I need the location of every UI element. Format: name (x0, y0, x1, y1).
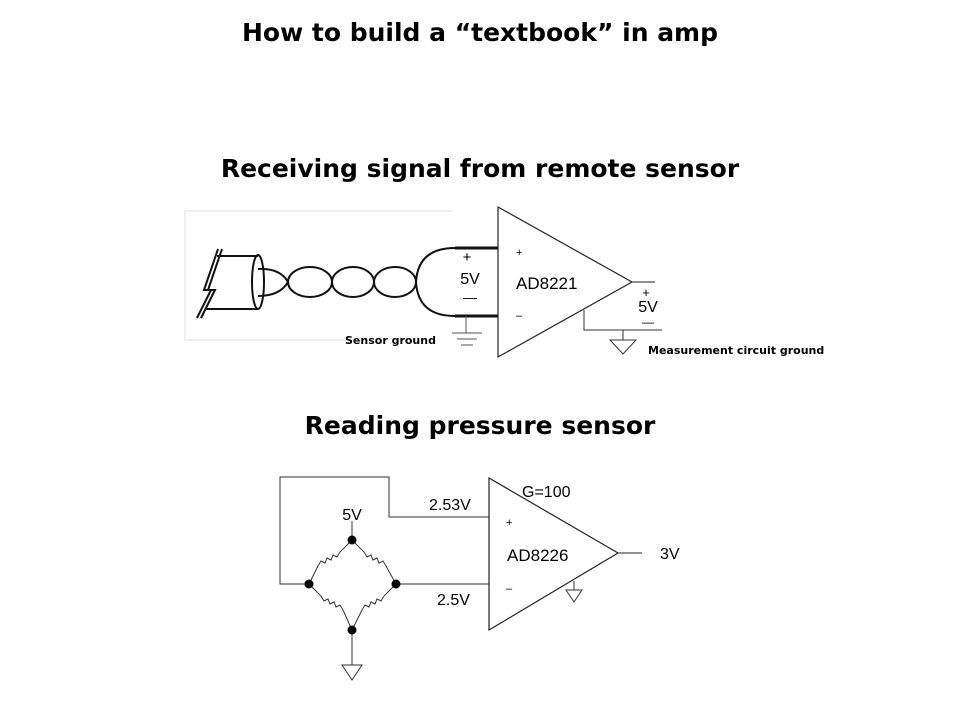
amp1-minus-input: – (516, 310, 523, 322)
output-supply-voltage: 5V (638, 299, 658, 316)
amp2-minus-input: – (506, 583, 513, 595)
resistor-r4 (351, 583, 397, 631)
sensor-supply-plus: + (463, 249, 472, 266)
bridge-supply-voltage: 5V (342, 507, 362, 524)
diagram2-heading: Reading pressure sensor (304, 411, 656, 440)
sensor-supply-voltage: 5V (460, 271, 480, 288)
diagram1-heading: Receiving signal from remote sensor (220, 154, 740, 183)
sensor-supply-minus: — (463, 289, 477, 305)
remote-sensor-circuit: + 5V — Sensor ground + – AD8221 + 5V — M… (184, 205, 824, 359)
plus-input-voltage: 2.53V (429, 497, 471, 514)
measurement-ground-icon (583, 310, 662, 355)
output-voltage: 3V (660, 546, 680, 563)
measurement-ground-label: Measurement circuit ground (648, 344, 824, 357)
amp2-part-number: AD8226 (507, 546, 568, 565)
amp2-gain: G=100 (522, 484, 571, 501)
pressure-sensor-circuit: 5V 2.53V 2.5V G=100 + – AD8226 3V (279, 476, 680, 681)
sensor-ground-icon (452, 316, 482, 346)
wheatstone-bridge (308, 539, 397, 631)
sensor-frame (184, 210, 453, 341)
bridge-wiring (279, 476, 489, 681)
amp1-plus-input: + (516, 247, 522, 259)
amplifier-ad8226 (488, 476, 620, 632)
output-supply-plus: + (642, 285, 650, 300)
cable-break-icon (196, 248, 223, 319)
amplifier-ad8221 (497, 205, 634, 359)
output-supply-minus: — (642, 315, 654, 329)
amp2-plus-input: + (506, 517, 512, 529)
amp2-ground-icon (565, 581, 583, 603)
amp1-part-number: AD8221 (516, 274, 577, 293)
bridge-nodes (304, 535, 401, 635)
sensor-ground-label: Sensor ground (345, 334, 436, 347)
twisted-pair (257, 246, 498, 318)
slide-title: How to build a “textbook” in amp (241, 18, 719, 47)
shielded-cable (205, 254, 265, 310)
resistor-r2 (351, 539, 397, 585)
resistor-r1 (308, 539, 353, 585)
resistor-r3 (308, 583, 353, 631)
minus-input-voltage: 2.5V (437, 592, 470, 609)
